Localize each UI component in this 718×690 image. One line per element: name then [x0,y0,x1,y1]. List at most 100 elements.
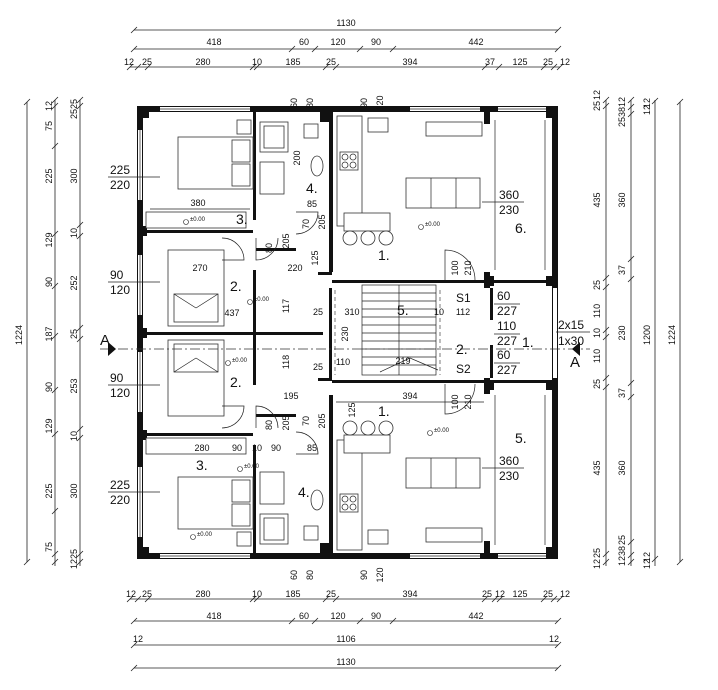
dim-bot-25d: 25 [543,589,553,599]
dim-right-110a: 110 [592,304,602,318]
idim-118: 118 [281,355,291,369]
svg-text:±0.00: ±0.00 [425,222,441,228]
dim-bot-442: 442 [468,611,483,621]
dim-left-225a: 225 [44,168,54,183]
level-markers: ±0.00 ±0.00 ±0.00 ±0.00 ±0.00 ±0.00 ±0.0… [183,217,450,540]
dim-bot-25b: 25 [326,589,336,599]
idim-205a: 205 [281,233,291,248]
opening-s1-227: 227 [497,304,517,318]
area-bed-bottom-big-a: 225 [110,478,130,492]
doors [221,211,476,455]
idim-85a: 85 [307,199,317,209]
dim-top-37: 37 [485,57,495,67]
dim-bot-90: 90 [371,611,381,621]
dim-bot-280: 280 [195,589,210,599]
dim-right-c3-12c: 12 [642,552,652,562]
dim-bot-total: 1130 [336,657,355,667]
idim-125a: 125 [310,250,320,265]
dim-left-90a: 90 [44,277,54,287]
dim-bot-12b: 12 [495,589,505,599]
idim-70b: 70 [301,416,311,426]
section-label-left: A [100,332,110,349]
dim-right-c3-12b: 12 [642,105,652,115]
dim-right-12a: 12 [592,90,602,100]
area-living-bottom-a: 360 [499,454,519,468]
idim-bot-60: 60 [289,570,299,580]
opening-s1-227b: 227 [497,334,517,348]
dim-left-25c: 25 [69,549,79,559]
section-label-right: A [570,354,580,371]
idim-205d: 205 [317,413,327,428]
idim-top-90: 90 [359,98,369,108]
room-5-stair: 5. [397,302,409,318]
dim-right-230: 230 [617,325,627,340]
dim-left-total: 1224 [14,325,24,345]
opening-s1-60: 60 [497,289,511,303]
idim-top-80: 80 [305,98,315,108]
room-4-bottom: 4. [298,484,310,500]
idim-bot-80: 80 [305,570,315,580]
dim-top-90: 90 [371,37,381,47]
idim-205b: 205 [317,214,327,229]
room-1-bottom: 1. [378,403,390,419]
dim-bot-60: 60 [299,611,309,621]
dim-right-435a: 435 [592,192,602,207]
area-bed-bottom-small-b: 120 [110,386,130,400]
area-living-top-a: 360 [499,188,519,202]
dim-top-60: 60 [299,37,309,47]
idim-90: 90 [232,443,242,453]
idim-195: 195 [283,391,298,401]
idim-437: 437 [224,308,239,318]
idim-219: 219 [395,356,410,366]
svg-text:±0.00: ±0.00 [434,428,450,434]
dim-right-c2-12a: 12 [617,97,627,107]
opening-s2-227: 227 [497,363,517,377]
idim-394: 394 [402,391,417,401]
idim-bot-120: 120 [375,567,385,582]
dim-top-12b: 12 [560,57,570,67]
idim-200: 200 [292,150,302,165]
window-1x30: 1x30 [558,334,584,348]
dim-top-120: 120 [330,37,345,47]
area-living-bottom-b: 230 [499,469,519,483]
area-bed-top-big-b: 220 [110,178,130,192]
level-marker-6: ±0.00 [418,222,441,230]
opening-s2-60: 60 [497,348,511,362]
dim-right-c3-12a: 12 [642,98,652,108]
idim-380: 380 [190,198,205,208]
dim-left-10a: 10 [69,228,79,238]
dim-right-360b: 360 [617,460,627,475]
room-2-bottom: 2. [230,374,242,390]
dim-right-10: 10 [592,328,602,338]
idim-210a: 210 [463,260,473,275]
dim-right-25c: 25 [592,379,602,389]
dim-left-12c: 12 [69,559,79,569]
dim-right-25d: 25 [592,548,602,558]
idim-210b: 210 [463,394,473,409]
idim-bot-90: 90 [359,570,369,580]
dim-right-c3-12d: 12 [642,559,652,569]
right-dimensions: 25 12 435 25 110 10 110 25 435 25 12 12 … [592,90,677,569]
dim-right-37b: 37 [617,388,627,398]
area-bed-top-big-a: 225 [110,163,130,177]
idim-100a: 100 [450,260,460,275]
dim-top-25b: 25 [326,57,336,67]
dim-right-c2-38a: 38 [617,107,627,117]
dim-top-12a: 12 [124,57,134,67]
dim-bot-12a: 12 [126,589,136,599]
level-marker-5: ±0.00 [190,532,213,540]
idim-125b: 125 [347,402,357,417]
interior-dimensions: 380 270 437 220 117 118 195 394 280 90 1… [150,95,484,583]
idim-117: 117 [281,299,291,313]
dim-left-253: 253 [69,378,79,393]
dim-bot-25c: 25 [482,589,492,599]
idim-280: 280 [194,443,209,453]
idim-70a: 70 [301,219,311,229]
dim-left-25a: 25 [69,109,79,119]
kitchen-counter-top [336,115,363,227]
dim-bot-125: 125 [512,589,527,599]
dim-top-10: 10 [252,57,262,67]
idim-top-60: 60 [289,98,299,108]
svg-text:±0.00: ±0.00 [244,464,260,470]
